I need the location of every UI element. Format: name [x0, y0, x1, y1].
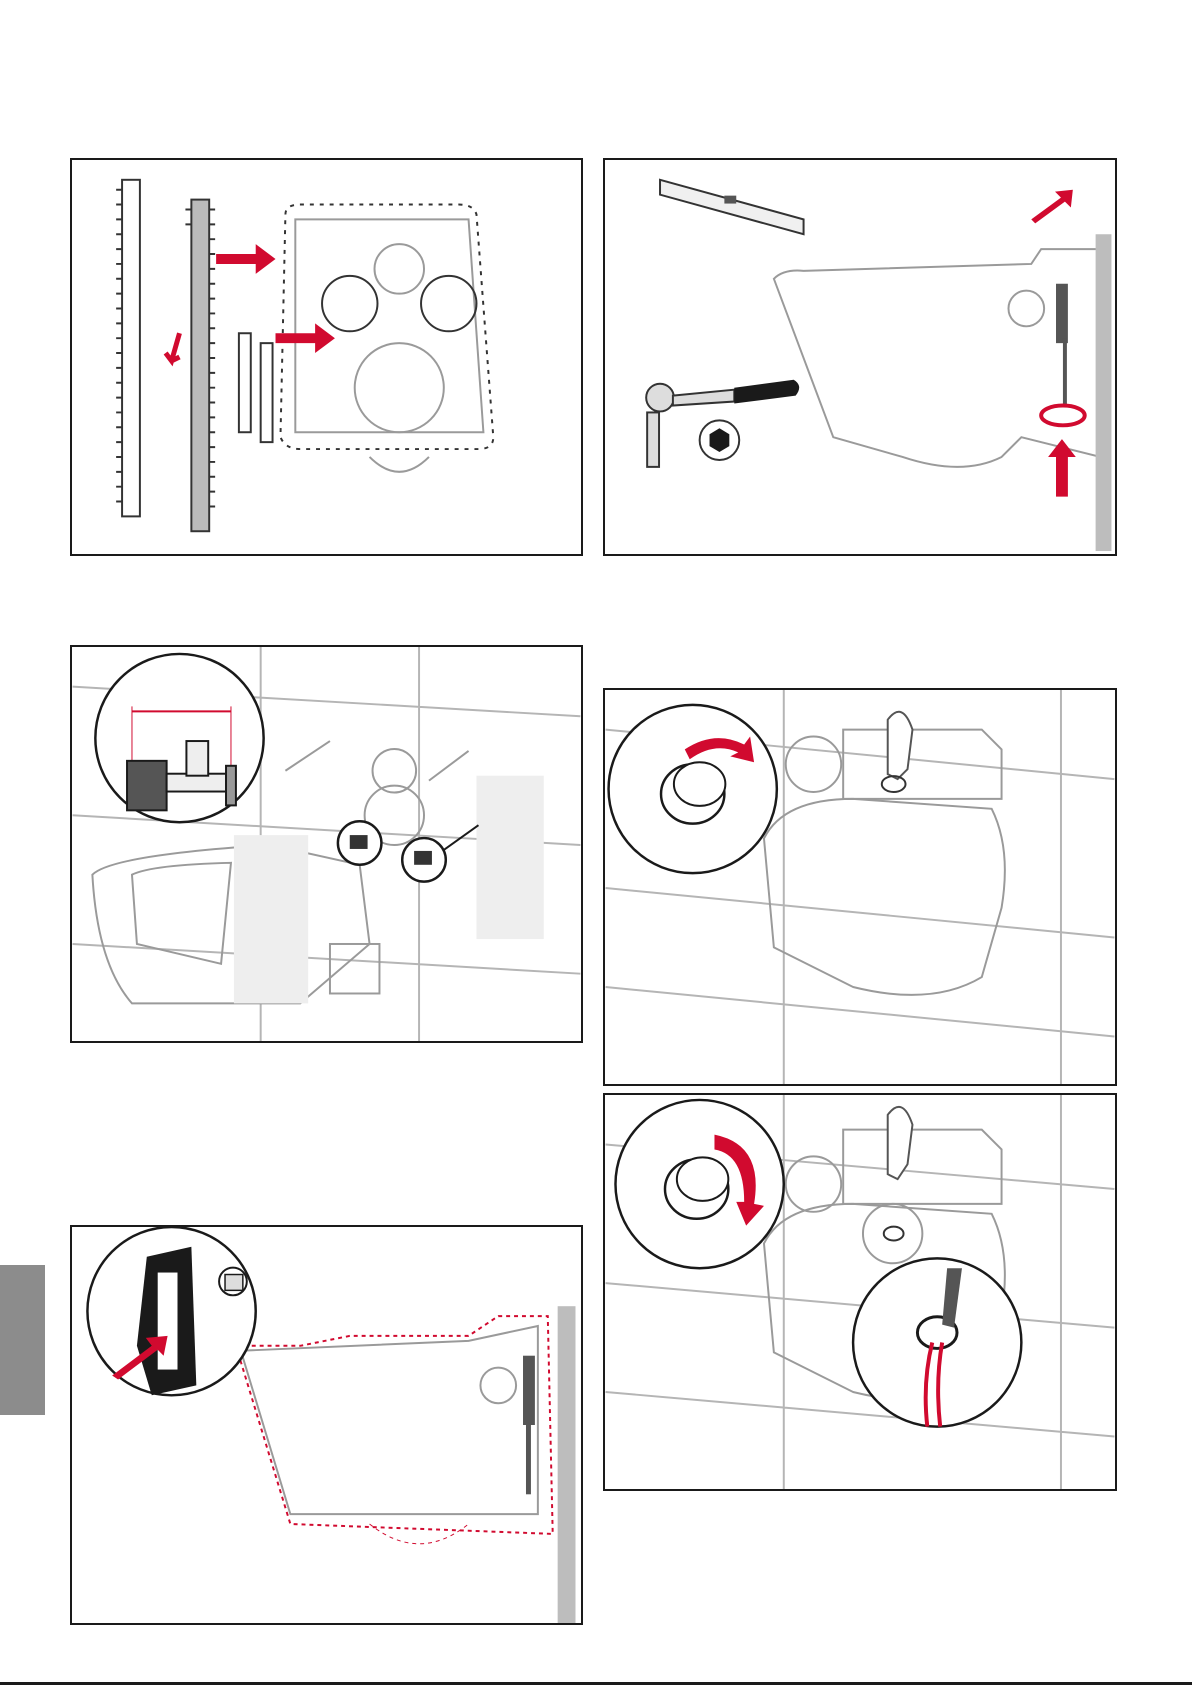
panel-level-and-tighten [603, 158, 1117, 556]
bracket-fastening-illustration [72, 1227, 581, 1623]
side-tab [0, 1265, 45, 1415]
arrow-icon [276, 323, 335, 353]
arrow-icon [166, 333, 180, 361]
water-connection-illustration [72, 647, 581, 1041]
hex-socket-icon [700, 420, 740, 460]
level-and-tighten-illustration [605, 160, 1115, 554]
panel-water-connection [70, 645, 583, 1043]
panel-seal-strip-trim [70, 158, 583, 556]
hand-icon [884, 1107, 913, 1241]
flush-button-press-illustration [605, 690, 1115, 1084]
arrow-icon [1031, 190, 1073, 224]
panel-bracket-fastening [70, 1225, 583, 1625]
flush-button-release-illustration [605, 1095, 1115, 1489]
spirit-level-icon [660, 180, 804, 234]
button-detail-icon [615, 1100, 783, 1268]
connector-icon [338, 821, 479, 881]
panel-flush-button-release [603, 1093, 1117, 1491]
panel-flush-button-press [603, 688, 1117, 1086]
seal-strip-icon [116, 180, 272, 531]
hand-icon [882, 712, 913, 792]
angle-valve-icon [95, 654, 263, 822]
button-detail-icon [609, 705, 777, 873]
seal-strip-illustration [72, 160, 581, 554]
arrow-icon [1048, 439, 1076, 496]
rotate-icon [1041, 406, 1085, 426]
screw-icon [219, 1268, 247, 1296]
arrow-icon [216, 244, 275, 274]
bracket-icon [87, 1227, 255, 1395]
water-jet-icon [853, 1258, 1021, 1426]
